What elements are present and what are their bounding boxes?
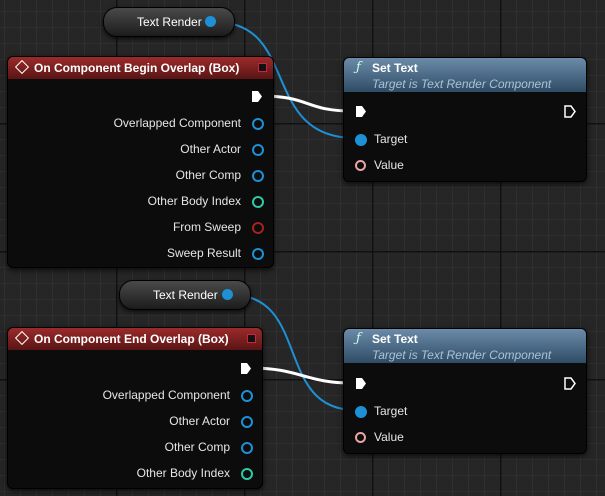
set-text-node-2[interactable]: ƒ Set Text Target is Text Render Compone…	[343, 328, 587, 454]
event-icon	[14, 59, 30, 75]
event-header: On Component Begin Overlap (Box)	[8, 57, 273, 79]
function-subtitle: Target is Text Render Component	[372, 348, 552, 362]
exec-input-pin[interactable]	[355, 377, 367, 390]
pin-label-from-sweep: From Sweep	[172, 220, 241, 234]
function-header: ƒ Set Text Target is Text Render Compone…	[344, 329, 586, 363]
other-comp-pin[interactable]	[252, 170, 264, 182]
other-comp-pin[interactable]	[241, 442, 253, 454]
pin-label-other-body-index: Other Body Index	[136, 466, 230, 480]
getter-label: Text Render	[153, 288, 218, 302]
function-title: Set Text	[372, 61, 418, 75]
function-icon: ƒ	[356, 60, 361, 75]
object-output-pin[interactable]	[205, 16, 216, 27]
from-sweep-pin[interactable]	[252, 222, 264, 234]
overlapped-component-pin[interactable]	[241, 390, 253, 402]
begin-overlap-event-node[interactable]: On Component Begin Overlap (Box) Overlap…	[7, 56, 274, 268]
exec-output-pin[interactable]	[240, 362, 252, 375]
delegate-icon	[258, 63, 267, 72]
function-icon: ƒ	[356, 331, 361, 346]
other-body-index-pin[interactable]	[241, 468, 253, 480]
sweep-result-pin[interactable]	[252, 248, 264, 260]
exec-output-pin[interactable]	[564, 105, 576, 118]
function-header: ƒ Set Text Target is Text Render Compone…	[344, 58, 586, 92]
wire-exec-2	[249, 366, 353, 385]
event-title: On Component Begin Overlap (Box)	[34, 61, 240, 75]
overlapped-component-pin[interactable]	[252, 118, 264, 130]
pin-label-other-actor: Other Actor	[180, 142, 241, 156]
pin-label-target: Target	[374, 132, 408, 146]
pin-label-other-comp: Other Comp	[175, 168, 241, 182]
event-icon	[14, 330, 30, 346]
function-subtitle: Target is Text Render Component	[372, 77, 552, 91]
pin-label-value: Value	[374, 158, 404, 172]
getter-label: Text Render	[137, 15, 202, 29]
set-text-node-1[interactable]: ƒ Set Text Target is Text Render Compone…	[343, 57, 587, 182]
other-actor-pin[interactable]	[241, 416, 253, 428]
pin-label-sweep-result: Sweep Result	[166, 246, 241, 260]
other-actor-pin[interactable]	[252, 144, 264, 156]
other-body-index-pin[interactable]	[252, 196, 264, 208]
wire-exec-1	[261, 94, 353, 113]
pin-label-other-body-index: Other Body Index	[147, 194, 241, 208]
pin-label-target: Target	[374, 404, 408, 418]
event-title: On Component End Overlap (Box)	[34, 332, 229, 346]
exec-output-pin[interactable]	[564, 377, 576, 390]
object-output-pin[interactable]	[222, 289, 233, 300]
text-render-getter-2[interactable]: Text Render	[119, 280, 251, 310]
pin-label-value: Value	[374, 430, 404, 444]
exec-input-pin[interactable]	[355, 105, 367, 118]
exec-output-pin[interactable]	[251, 90, 263, 103]
target-pin[interactable]	[355, 134, 367, 146]
function-title: Set Text	[372, 332, 418, 346]
event-header: On Component End Overlap (Box)	[8, 328, 262, 350]
pin-label-other-actor: Other Actor	[169, 414, 230, 428]
value-pin[interactable]	[355, 432, 366, 443]
delegate-icon	[247, 334, 256, 343]
text-render-getter-1[interactable]: Text Render	[103, 7, 235, 37]
end-overlap-event-node[interactable]: On Component End Overlap (Box) Overlappe…	[7, 327, 263, 489]
pin-label-overlapped-component: Overlapped Component	[113, 116, 241, 130]
target-pin[interactable]	[355, 406, 367, 418]
pin-label-other-comp: Other Comp	[164, 440, 230, 454]
pin-label-overlapped-component: Overlapped Component	[102, 388, 230, 402]
value-pin[interactable]	[355, 160, 366, 171]
